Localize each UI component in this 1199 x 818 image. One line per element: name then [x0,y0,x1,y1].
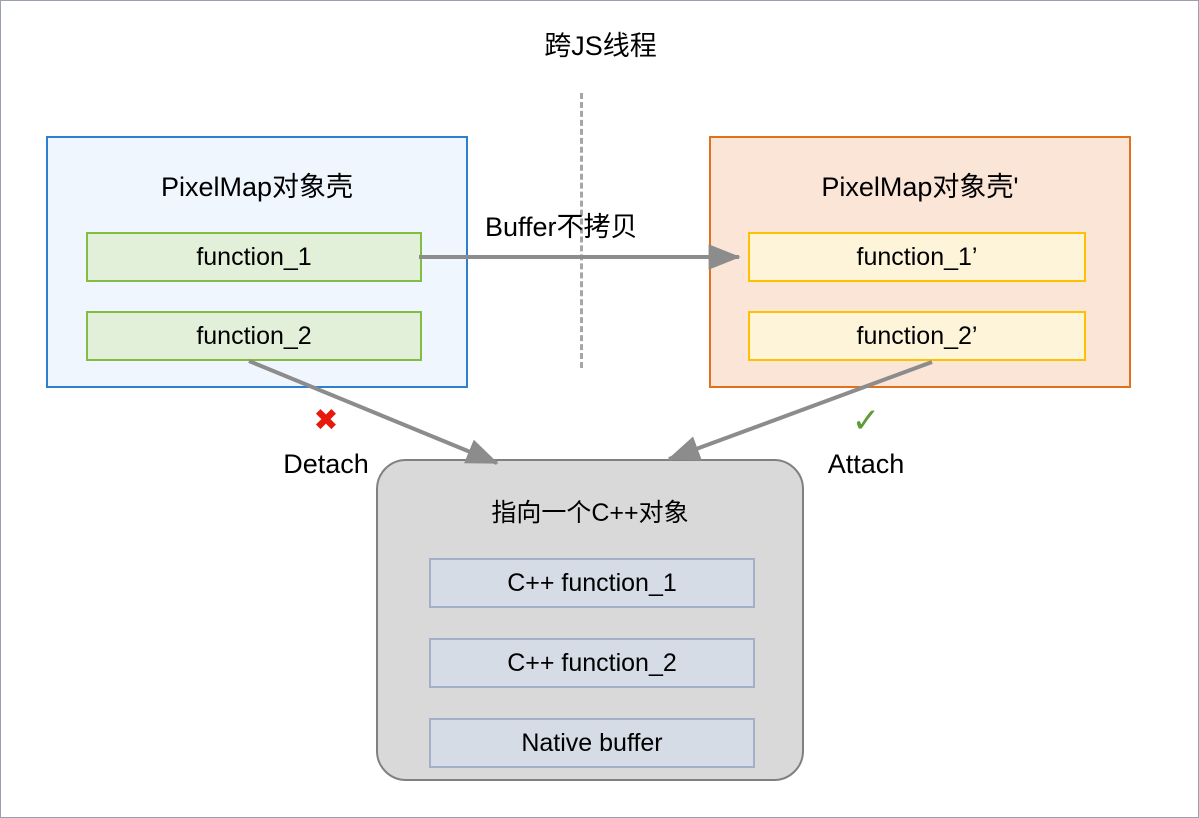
right-function-2-row: function_2’ [748,311,1086,361]
attach-label: Attach [827,449,905,479]
native-function-2-row: C++ function_2 [429,638,755,688]
left-function-2-row: function_2 [86,311,422,361]
left-function-1-row: function_1 [86,232,422,282]
diagram-title: 跨JS线程 [544,31,657,61]
detach-annotation: ✖ Detach [251,405,401,481]
detach-label: Detach [283,449,369,479]
attach-annotation: ✓ Attach [791,402,941,481]
native-object-title: 指向一个C++对象 [491,499,689,527]
right-pixelmap-shell: PixelMap对象壳' function_1’ function_2’ [709,136,1131,388]
buffer-transfer-label: Buffer不拷贝 [485,212,638,242]
native-cpp-object-box: 指向一个C++对象 C++ function_1 C++ function_2 … [376,459,804,781]
right-shell-title: PixelMap对象壳' [821,172,1019,202]
native-function-1-row: C++ function_1 [429,558,755,608]
js-thread-boundary-divider [580,93,583,368]
check-icon: ✓ [851,402,881,440]
right-function-1-row: function_1’ [748,232,1086,282]
cross-icon: ✖ [313,404,339,437]
left-shell-title: PixelMap对象壳 [160,172,354,202]
left-pixelmap-shell: PixelMap对象壳 function_1 function_2 [46,136,468,388]
native-buffer-row: Native buffer [429,718,755,768]
